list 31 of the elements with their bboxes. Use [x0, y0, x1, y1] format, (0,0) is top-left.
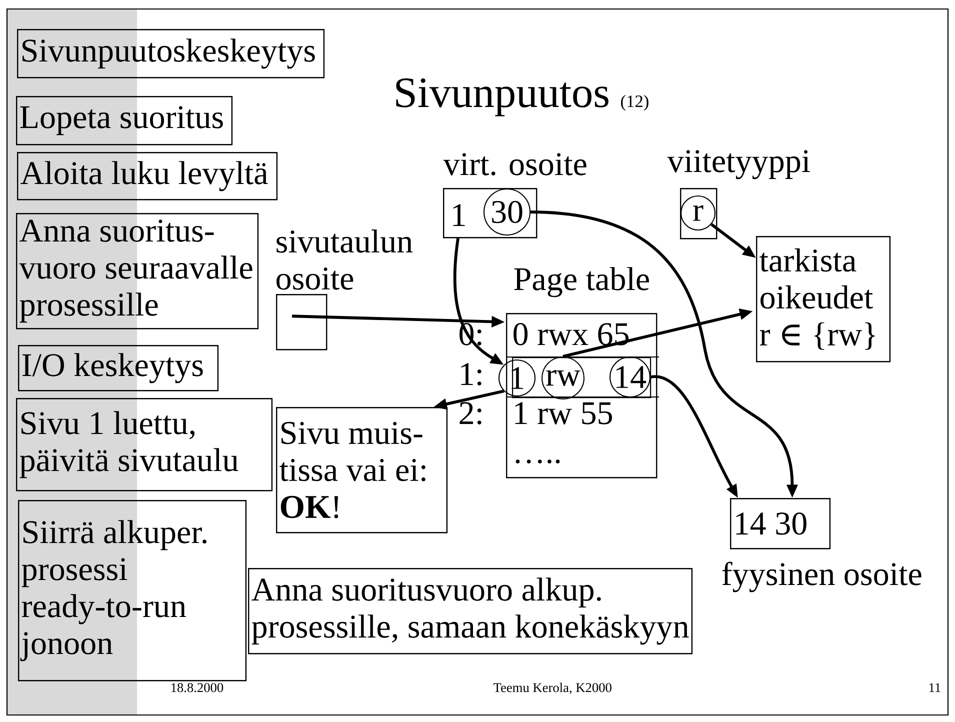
address-box: 14 30 — [730, 498, 831, 550]
node-label: fyysinen osoite — [722, 562, 922, 592]
step-box: Siirrä alkuper. prosessi ready-to-run jonoon — [18, 500, 247, 682]
step-box: Sivu 1 luettu, päivitä sivutaulu — [16, 398, 273, 492]
step-box: Aloita luku levyltä — [17, 152, 278, 200]
step-box: Anna suoritusvuoro alkup. prosessille, samaan konekäskyyn — [248, 568, 693, 654]
footer-text: 18.8.2000 — [171, 683, 224, 692]
step-box: Sivunpuutoskeskeytys — [17, 29, 325, 78]
circled-value: 14 — [609, 356, 651, 398]
step-box: Anna suoritus- vuoro seuraavalle prosessille — [16, 213, 259, 330]
field-heading: viitetyyppi — [667, 150, 810, 180]
row-index: 1: — [461, 363, 482, 386]
field-value: 1 — [453, 204, 465, 226]
title: Sivunpuutos — [396, 78, 608, 116]
footer-text: 11 — [929, 683, 940, 692]
step-box: Lopeta suoritus — [16, 96, 233, 146]
field-heading: sivutaulun osoite — [276, 229, 413, 290]
field-heading: Page table — [514, 267, 649, 298]
table-row: ….. — [516, 460, 560, 464]
table-row: 1 rw 55 — [515, 402, 612, 424]
row-index: 2: — [460, 402, 482, 424]
check-box: tarkista oikeudet r ∈ {rw} — [756, 236, 891, 362]
title-number: (12) — [621, 94, 648, 111]
circled-value: 30 — [483, 188, 531, 236]
step-box: I/O keskeytys — [18, 345, 219, 392]
row-box — [512, 357, 652, 398]
result-box: Sivu muis- tissa vai ei: OK! — [276, 407, 448, 534]
circled-value: rw — [541, 356, 585, 400]
footer-text: Teemu Kerola, K2000 — [494, 682, 612, 694]
circled-value: r — [680, 195, 716, 231]
field-heading: virt. osoite — [443, 153, 586, 176]
